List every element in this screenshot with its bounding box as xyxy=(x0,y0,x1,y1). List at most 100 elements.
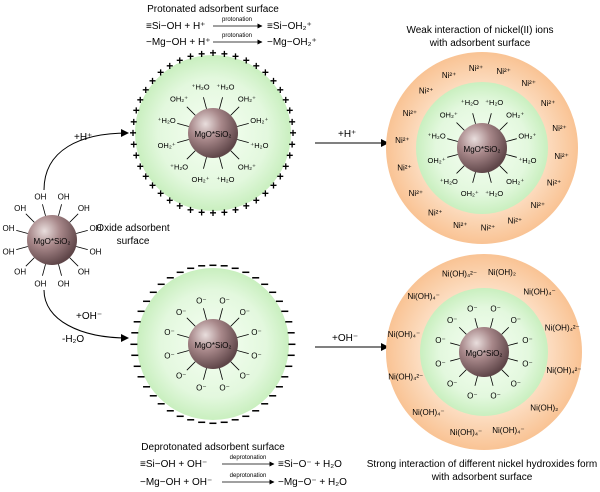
surface-charge-sign: − xyxy=(269,284,277,300)
surface-charge-sign: − xyxy=(231,260,239,276)
surface-group-label: OH₂⁺ xyxy=(428,156,446,165)
nickel-ion: Ni²⁺ xyxy=(508,217,522,226)
nickel-ion: Ni²⁺ xyxy=(481,224,495,233)
nickel-hydroxide-species: Ni(OH)₄⁻ xyxy=(523,287,555,296)
surface-group-label: OH xyxy=(34,192,46,201)
equation-right: ≡Si−OH₂⁺ xyxy=(267,21,312,32)
bond-line xyxy=(488,172,492,183)
surface-group-label: ⁺H₂O xyxy=(216,82,234,91)
bond-line xyxy=(499,165,508,174)
top-right-arrow-label: +H⁺ xyxy=(338,129,356,140)
weak-interaction-title-line1: Weak interaction of nickel(II) ions xyxy=(406,25,553,36)
surface-group-label: ⁺H₂O xyxy=(485,189,503,198)
surface-group-label: OH₂⁺ xyxy=(250,116,268,125)
surface-charge-sign: + xyxy=(286,149,293,163)
bond-line xyxy=(237,123,249,127)
surface-charge-sign: − xyxy=(131,347,139,363)
bond-line xyxy=(237,350,249,354)
surface-charge-sign: + xyxy=(142,83,149,97)
bond-line xyxy=(237,139,249,143)
strong-interaction-title-line2: with adsorbent surface xyxy=(431,472,533,483)
surface-charge-sign: − xyxy=(231,412,239,428)
mgo-sio2-core xyxy=(188,319,238,369)
surface-group-label: OH xyxy=(14,268,26,277)
surface-group-label: OH xyxy=(3,224,15,233)
weak-interaction-title-line2: with adsorbent surface xyxy=(429,38,531,49)
surface-charge-sign: − xyxy=(198,414,206,430)
core-label: MgO*SiO₂ xyxy=(464,145,501,154)
nickel-ion: Ni²⁺ xyxy=(531,201,545,210)
negative-charge-ring: −−−−−−−−−−−−−−−−−−−−−−−−−−−−−−−−−−−−−−−−… xyxy=(130,257,296,431)
surface-group-label: O⁻ xyxy=(219,383,229,392)
bond-line xyxy=(58,264,62,276)
bond-line xyxy=(447,154,458,158)
surface-charge-sign: − xyxy=(220,258,228,274)
surface-charge-sign: + xyxy=(130,115,137,129)
surface-group-label: O⁻ xyxy=(196,383,206,392)
surface-charge-sign: + xyxy=(157,187,164,201)
nickel-ion-particle: Ni²⁺Ni²⁺Ni²⁺Ni²⁺Ni²⁺Ni²⁺Ni²⁺Ni²⁺Ni²⁺Ni²⁺… xyxy=(386,52,578,244)
bond-line xyxy=(186,317,196,327)
nickel-hydroxide-particle: Ni(OH)₂Ni(OH)₄⁻Ni(OH)₄²⁻Ni(OH)₄²⁻Ni(OH)₂… xyxy=(386,254,582,450)
core-label: MgO*SiO₂ xyxy=(195,341,232,350)
surface-group-label: OH xyxy=(89,247,101,256)
equation-left: ≡Si−OH + OH⁻ xyxy=(140,459,207,470)
surface-charge-sign: + xyxy=(289,115,296,129)
bottom-right-arrow-label: +OH⁻ xyxy=(332,333,358,344)
bond-line xyxy=(474,318,478,328)
surface-group-label: ⁺H₂O xyxy=(158,116,176,125)
surface-group-label: OH xyxy=(58,192,70,201)
bond-line xyxy=(177,123,189,127)
surface-group-label: O⁻ xyxy=(164,351,174,360)
bond-line xyxy=(474,376,478,386)
surface-charge-sign: + xyxy=(198,47,205,61)
surface-charge-sign: − xyxy=(133,314,141,330)
protonation-arrow-label: +H⁺ xyxy=(74,132,92,143)
bond-line xyxy=(506,138,517,142)
bond-line xyxy=(186,150,196,160)
bond-line xyxy=(456,122,465,131)
surface-charge-sign: + xyxy=(270,74,277,88)
bond-line xyxy=(203,157,207,169)
surface-group-label: O⁻ xyxy=(467,304,477,313)
surface-group-label: ⁺H₂O xyxy=(461,98,479,107)
surface-charge-sign: + xyxy=(282,93,289,107)
surface-groups: O⁻O⁻O⁻O⁻O⁻O⁻O⁻O⁻O⁻O⁻O⁻O⁻ xyxy=(164,296,261,392)
surface-charge-sign: + xyxy=(187,203,194,217)
nickel-ion: Ni²⁺ xyxy=(409,189,423,198)
surface-group-label: O⁻ xyxy=(435,336,445,345)
bond-line xyxy=(219,97,223,109)
bond-line xyxy=(472,172,476,183)
mgo-sio2-core xyxy=(459,327,509,377)
surface-group-label: OH₂⁺ xyxy=(518,131,536,140)
protonated-title: Protonated adsorbent surface xyxy=(147,4,279,15)
bond-line xyxy=(203,97,207,109)
bond-line xyxy=(186,106,196,116)
mgo-sio2-core xyxy=(457,123,507,173)
nickel-ion: Ni²⁺ xyxy=(403,109,417,118)
surface-charge-sign: + xyxy=(289,138,296,152)
surface-charge-sign: + xyxy=(198,205,205,219)
nickel-ion: Ni²⁺ xyxy=(419,87,433,96)
surface-charge-sign: − xyxy=(198,258,206,274)
surface-group-label: OH₂⁺ xyxy=(170,95,188,104)
protonation-arrow xyxy=(43,129,129,191)
core-label: MgO*SiO₂ xyxy=(195,130,232,139)
bond-line xyxy=(16,230,28,234)
surface-group-label: O⁻ xyxy=(251,351,261,360)
surface-charge-sign: − xyxy=(149,284,157,300)
surface-charge-sign: − xyxy=(130,336,138,352)
mgo-sio2-core xyxy=(27,215,77,265)
nickel-ion: Ni²⁺ xyxy=(397,164,411,173)
surface-charge-sign: − xyxy=(242,264,250,280)
surface-charge-sign: − xyxy=(142,379,150,395)
surface-charge-sign: − xyxy=(242,408,250,424)
bond-line xyxy=(230,361,240,371)
surface-charge-sign: + xyxy=(149,74,156,88)
bond-line xyxy=(488,113,492,124)
nickel-ion: Ni²⁺ xyxy=(442,71,456,80)
bond-line xyxy=(76,230,88,234)
surface-charge-sign: + xyxy=(277,83,284,97)
